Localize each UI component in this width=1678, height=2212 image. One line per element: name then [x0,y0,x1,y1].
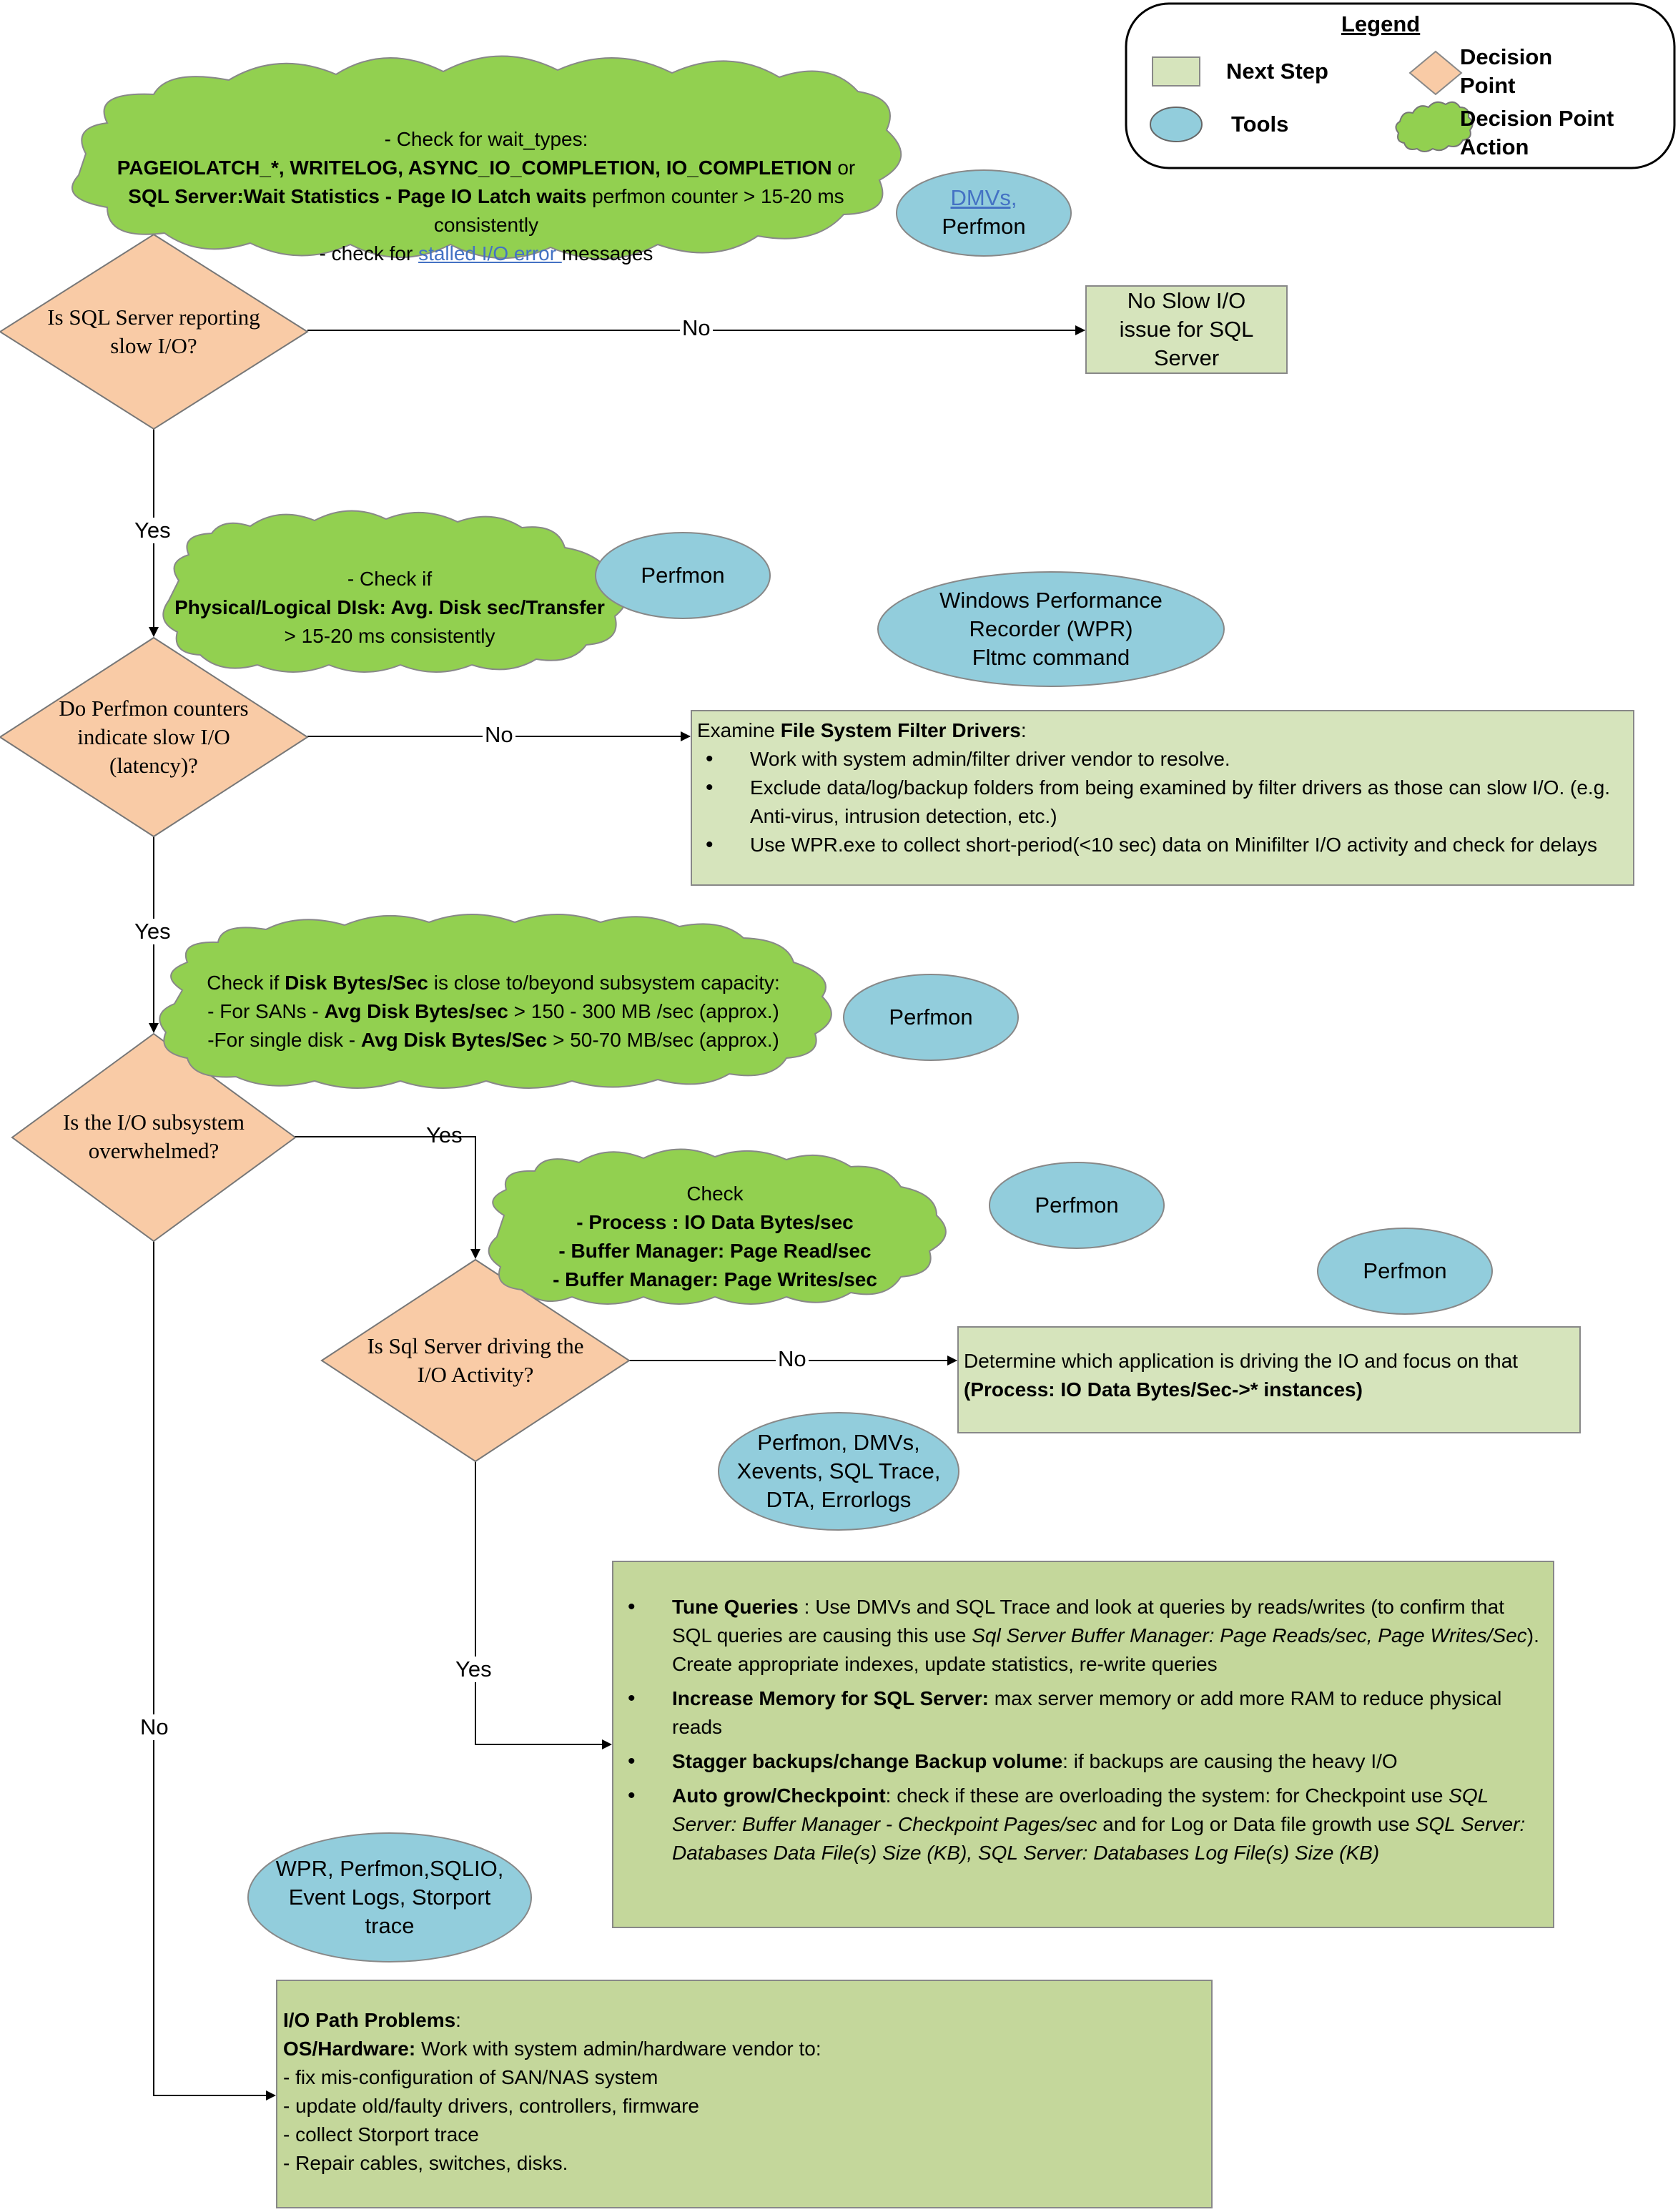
decision-d1-shape [0,233,309,430]
s4-bullet-tune-queries: Tune Queries : Use DMVs and SQL Trace an… [628,1593,1549,1679]
tool-t7-shape [718,1412,959,1531]
step-s1-text: No Slow I/O issue for SQL Server [1119,288,1254,370]
decision-d4-shape [320,1258,631,1463]
tool-t2-text: Perfmon [641,563,725,588]
edge-label-d3-yes: Yes [426,1122,463,1147]
edge-label-d1-yes: Yes [132,518,173,543]
tool-t3-shape [877,571,1225,687]
tool-t5-text: Perfmon [1035,1193,1119,1218]
decision-d1-text: Is SQL Server reporting slow I/O? [47,305,260,358]
edge-label-d4-yes: Yes [453,1656,494,1682]
decision-d4-text: Is Sql Server driving the I/O Activity? [367,1333,584,1387]
action-c1-text: - Check for wait_types: PAGEIOLATCH_*, W… [117,128,856,265]
legend-tools-label: Tools [1231,112,1289,137]
tool-t5-shape [989,1162,1165,1249]
tool-t1-text: DMVs, Perfmon [942,185,1026,239]
action-c4-shape [488,1148,947,1305]
tool-t8-text: WPR, Perfmon,SQLIO, Event Logs, Storport… [275,1856,504,1938]
step-s2-text: Examine File System Filter Drivers: Work… [697,716,1630,859]
legend-title: Legend [1341,11,1421,36]
edge-label-d4-no: No [776,1346,809,1372]
action-c3-shape [159,914,832,1089]
step-s4-text: Tune Queries : Use DMVs and SQL Trace an… [619,1593,1549,1867]
edge-label-d3-no: No [138,1714,171,1740]
step-s5-shape [276,1980,1213,2208]
legend-decision-point-action-label: Decision Point Action [1460,106,1614,159]
decision-d2-shape [0,636,309,838]
edge-label-d2-yes: Yes [132,919,173,944]
edge-d3-no [153,1241,276,2100]
tool-t7-text: Perfmon, DMVs, Xevents, SQL Trace, DTA, … [736,1430,941,1512]
legend-decision-swatch [1408,50,1463,96]
edge-label-d1-no: No [680,315,713,341]
edge-d4-yes [475,1458,612,1749]
tool-t3-text: Windows Performance Recorder (WPR) Fltmc… [939,588,1163,670]
s2-bullet: Use WPR.exe to collect short-period(<10 … [706,831,1630,859]
action-c3-text: Check if Disk Bytes/Sec is close to/beyo… [207,972,780,1051]
step-s1-shape [1085,285,1288,374]
tool-t6-shape [1317,1228,1493,1315]
tool-t8-shape [247,1832,532,1962]
tool-t4-text: Perfmon [889,1004,973,1030]
step-s3-shape [957,1326,1581,1433]
step-s5-text: I/O Path Problems: OS/Hardware: Work wit… [283,2006,1205,2178]
legend-tools-swatch [1150,107,1203,142]
s4-bullet-auto-grow: Auto grow/Checkpoint: check if these are… [628,1782,1549,1867]
edge-d3-yes [295,1136,480,1259]
s5-item: - update old/faulty drivers, controllers… [283,2095,699,2117]
s5-item: - fix mis-configuration of SAN/NAS syste… [283,2066,658,2088]
dmvs-link[interactable]: DMVs, [950,185,1017,210]
s4-bullet-increase-memory: Increase Memory for SQL Server: max serv… [628,1684,1549,1742]
tool-t6-text: Perfmon [1363,1258,1447,1283]
step-s3-text: Determine which application is driving t… [964,1350,1519,1401]
legend-decision-point-label: Decision Point [1460,44,1553,98]
s4-bullet-stagger-backups: Stagger backups/change Backup volume: if… [628,1747,1549,1776]
s5-item: - collect Storport trace [283,2123,479,2146]
decision-d3-shape [11,1032,297,1243]
action-c4-text: Check - Process : IO Data Bytes/sec - Bu… [553,1182,877,1290]
decision-d2-text: Do Perfmon counters indicate slow I/O (l… [59,696,249,778]
s5-item: - Repair cables, switches, disks. [283,2152,568,2174]
legend-frame [1125,2,1676,169]
decision-d3-text: Is the I/O subsystem overwhelmed? [62,1110,245,1163]
stalled-io-error-link[interactable]: stalled I/O error [418,242,562,265]
action-c2-text: - Check if Physical/Logical DIsk: Avg. D… [174,568,605,647]
legend-next-step-swatch [1152,56,1200,87]
s2-bullet: Exclude data/log/backup folders from bei… [706,774,1630,831]
action-c1-shape [71,55,902,260]
tool-t4-shape [843,974,1019,1061]
tool-t2-shape [595,532,771,619]
edge-label-d2-no: No [483,722,515,748]
tool-t1-shape [896,169,1072,257]
s2-bullet: Work with system admin/filter driver ven… [706,745,1630,774]
legend-action-swatch [1395,101,1474,152]
legend-next-step-label: Next Step [1226,59,1328,84]
